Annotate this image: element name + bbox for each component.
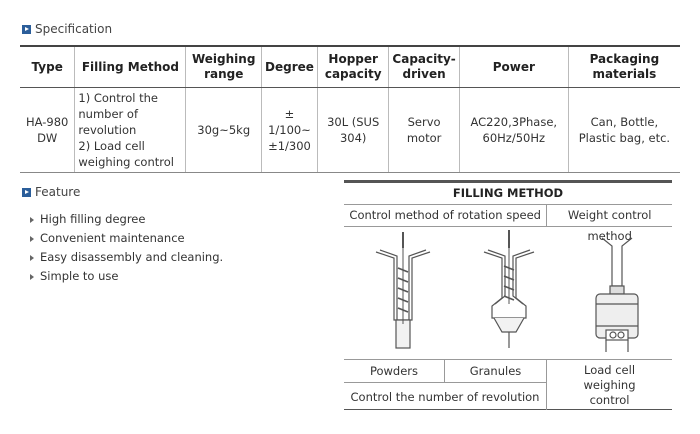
cell-degree: ± 1/100~ ±1/300 xyxy=(261,87,318,173)
label-powders: Powders xyxy=(344,360,445,383)
header-packaging-materials: Packaging materials xyxy=(567,45,680,88)
filling-method-panel: FILLING METHOD Control method of rotatio… xyxy=(344,180,672,410)
label-load-cell: Load cell weighing control xyxy=(583,362,636,407)
header-degree: Degree xyxy=(261,45,318,88)
list-item: High filling degree xyxy=(30,210,223,229)
cell-filling-method: 1) Control the number of revolution 2) L… xyxy=(74,87,186,173)
specification-title: Specification xyxy=(35,22,113,36)
header-type: Type xyxy=(20,45,75,88)
triangle-bullet-icon xyxy=(30,216,34,223)
load-cell-icon xyxy=(595,237,639,352)
cell-capacity-driven: Servo motor xyxy=(388,87,460,173)
header-capacity-driven: Capacity-driven xyxy=(388,45,460,88)
header-hopper-capacity: Hopper capacity xyxy=(316,45,389,88)
filling-method-title: FILLING METHOD xyxy=(344,183,672,205)
filling-method-labels: Powders Granules Control the number of r… xyxy=(344,359,672,410)
triangle-bullet-icon xyxy=(30,235,34,242)
triangle-bullet-icon xyxy=(30,273,34,280)
specification-table: Type Filling Method Weighing range Degre… xyxy=(20,45,680,173)
arrow-bullet-icon xyxy=(22,187,31,197)
header-filling-method: Filling Method xyxy=(74,45,186,88)
label-granules: Granules xyxy=(445,360,547,383)
feature-list: High filling degree Convenient maintenan… xyxy=(30,210,223,286)
filling-method-line-1: 1) Control the number of revolution xyxy=(78,91,158,137)
cell-packaging-materials: Can, Bottle, Plastic bag, etc. xyxy=(567,87,680,173)
arrow-bullet-icon xyxy=(22,24,31,34)
table-row: HA-980 DW 1) Control the number of revol… xyxy=(20,87,680,173)
list-item: Simple to use xyxy=(30,267,223,286)
cell-type: HA-980 DW xyxy=(20,87,75,173)
list-item: Easy disassembly and cleaning. xyxy=(30,248,223,267)
specification-heading: Specification xyxy=(22,22,112,36)
col-weight-control: Weight control method xyxy=(567,208,652,243)
table-header-row: Type Filling Method Weighing range Degre… xyxy=(20,45,680,88)
label-control-revolution: Control the number of revolution xyxy=(344,383,547,410)
feature-title: Feature xyxy=(35,185,81,199)
granule-auger-icon xyxy=(483,230,535,348)
filling-method-columns: Control method of rotation speed Weight … xyxy=(344,205,672,243)
filling-method-illustration xyxy=(375,230,639,352)
header-power: Power xyxy=(458,45,569,88)
feature-heading: Feature xyxy=(22,185,80,199)
col-rotation-speed: Control method of rotation speed xyxy=(344,205,548,226)
cell-hopper-capacity: 30L (SUS 304) xyxy=(316,87,389,173)
cell-weighing-range: 30g~5kg xyxy=(185,87,262,173)
list-item: Convenient maintenance xyxy=(30,229,223,248)
triangle-bullet-icon xyxy=(30,254,34,261)
powder-auger-icon xyxy=(375,232,431,349)
cell-power: AC220,3Phase, 60Hz/50Hz xyxy=(458,87,569,173)
filling-method-line-2: 2) Load cell weighing control xyxy=(78,139,174,169)
header-weighing-range: Weighing range xyxy=(185,45,262,88)
